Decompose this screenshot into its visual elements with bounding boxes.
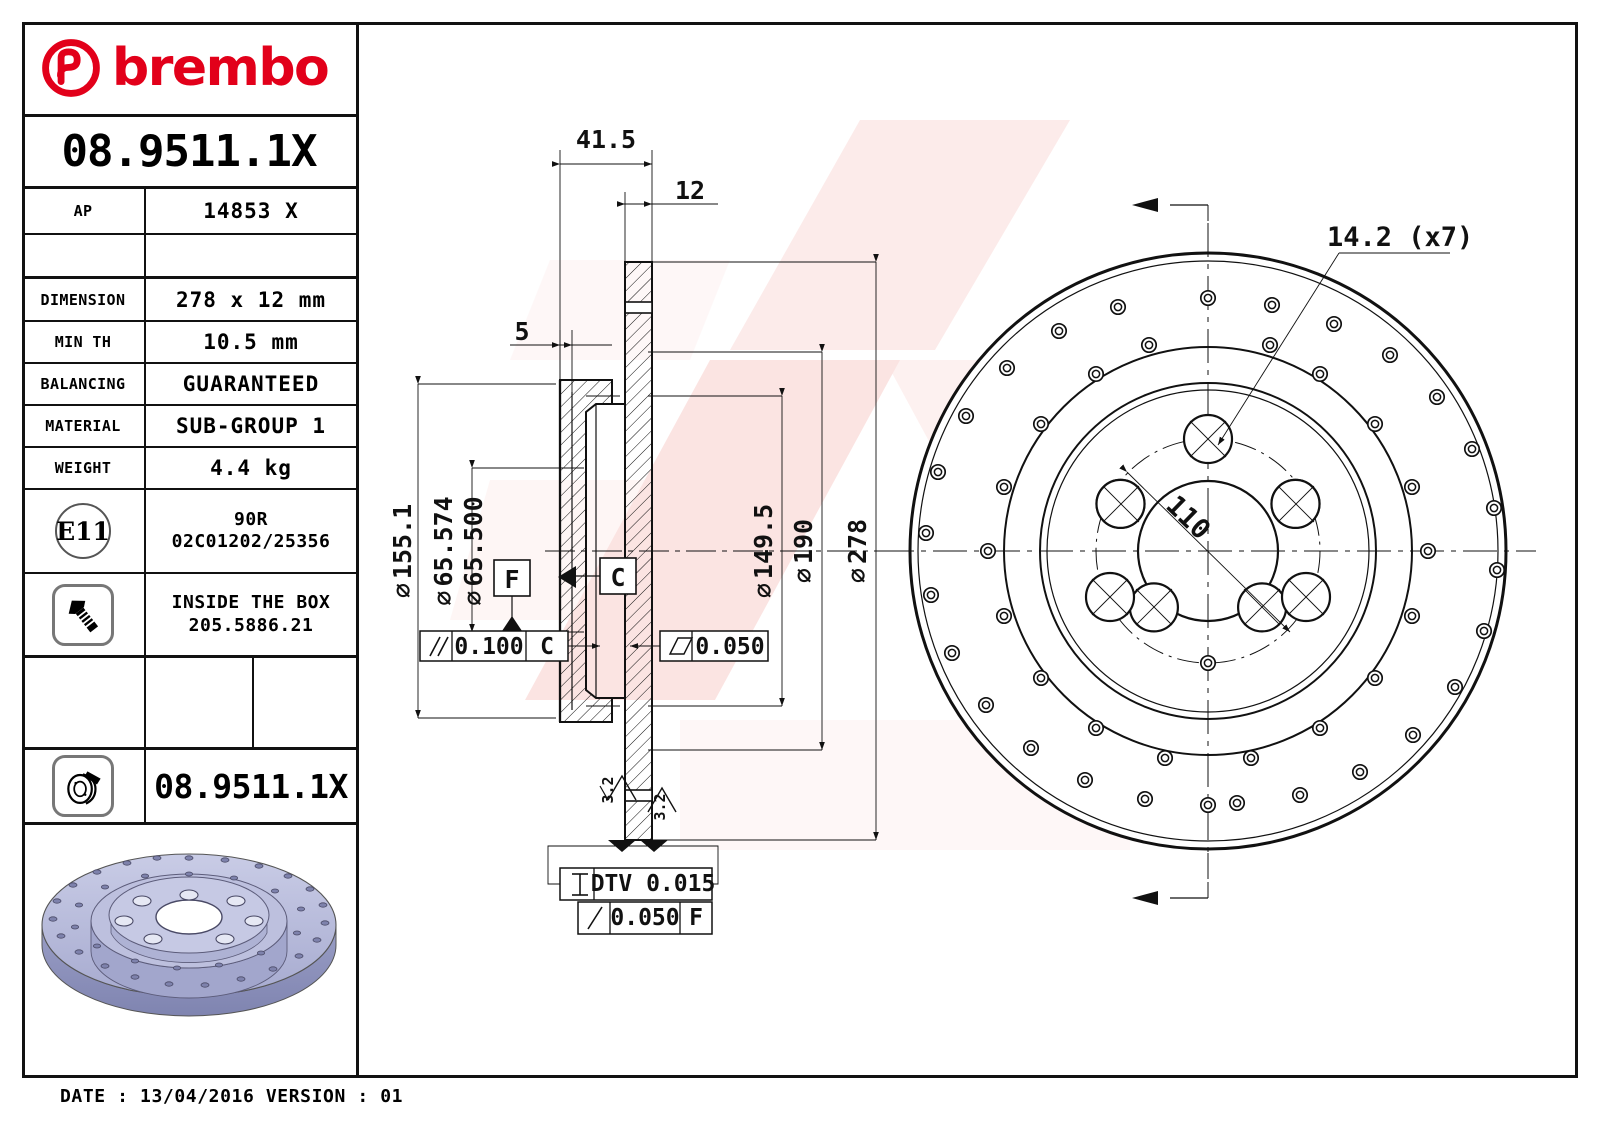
surface-finish-symbols — [599, 774, 677, 813]
dim-12: 12 — [675, 176, 705, 205]
dia-65-574: ⌀ 65.574 — [429, 496, 458, 605]
homologation-value-cell: 90R 02C01202/25356 — [171, 508, 331, 553]
blank2-cell-left — [22, 658, 146, 747]
dia-155-1-value: 155.1 — [388, 504, 417, 579]
table-row-weight: WEIGHT 4.4 kg — [22, 448, 356, 490]
blank-cell-left — [22, 235, 146, 276]
tol-dtv-value: DTV 0.015 — [591, 871, 716, 897]
table-row-part-number-repeat: 08.9511.1X — [22, 750, 356, 825]
screw-icon-cell — [22, 574, 146, 655]
tolerance-frame-dtv — [547, 840, 719, 935]
blank2-cell-mid — [146, 658, 254, 747]
drawing-frame — [22, 22, 1578, 1078]
material-label-cell: MATERIAL — [22, 406, 146, 446]
dia-symbol-278: ⌀ — [843, 568, 872, 583]
dia-symbol-1495: ⌀ — [749, 583, 778, 598]
dia-symbol-190: ⌀ — [789, 568, 818, 583]
datum-c — [558, 557, 637, 595]
dim-5: 5 — [514, 317, 529, 346]
tol-parallelism-value: 0.100 — [454, 634, 523, 660]
weight-value-cell: 4.4 kg — [210, 456, 292, 480]
screw-icon — [52, 583, 114, 646]
screws-value-cell: INSIDE THE BOX 205.5886.21 — [171, 592, 331, 636]
e11-badge-cell: E11 — [22, 490, 146, 572]
title-block: brembo 08.9511.1X AP 14853 X DIMENSION 2… — [22, 22, 359, 1078]
disc-icon-cell — [22, 750, 146, 822]
tol-flatness-value: 0.050 — [695, 634, 764, 660]
tol-runout-datum: F — [689, 905, 703, 931]
dia-155-1: ⌀ 155.1 — [388, 504, 417, 598]
brand-logo-row: brembo — [22, 22, 356, 117]
dia-278-value: 278 — [843, 519, 872, 564]
surface-finish-2: 3.2 — [651, 793, 669, 820]
datum-f — [472, 559, 584, 634]
brand-name: brembo — [112, 38, 330, 98]
section-view — [545, 261, 900, 841]
brembo-b-logo-icon — [42, 39, 100, 97]
dimension-value-cell: 278 x 12 mm — [175, 287, 327, 312]
footer-date-version: DATE : 13/04/2016 VERSION : 01 — [60, 1086, 404, 1107]
part-number-repeat-cell: 08.9511.1X — [154, 766, 348, 806]
table-row-screws: INSIDE THE BOX 205.5886.21 — [22, 574, 356, 658]
tolerance-frame-flatness — [630, 630, 769, 662]
dia-symbol-65574: ⌀ — [429, 591, 458, 606]
part-number-row: 08.9511.1X — [22, 117, 356, 189]
dia-65-500: ⌀ 65.500 — [459, 496, 488, 605]
section-arrows — [1132, 198, 1209, 905]
table-row-material: MATERIAL SUB-GROUP 1 — [22, 406, 356, 448]
front-view — [880, 198, 1536, 905]
dim-41-5: 41.5 — [576, 125, 636, 154]
dia-symbol-65500: ⌀ — [459, 591, 488, 606]
brake-disc-icon — [52, 755, 114, 817]
bolt-hole-note: 14.2 (x7) — [1327, 222, 1473, 253]
ap-label-cell: AP — [22, 189, 146, 233]
table-row-dimension: DIMENSION 278 x 12 mm — [22, 279, 356, 322]
dia-190-value: 190 — [789, 519, 818, 564]
table-row-min-th: MIN TH 10.5 mm — [22, 322, 356, 364]
section-dimensions — [415, 150, 879, 841]
table-row-blank-2 — [22, 658, 356, 750]
dia-149-5-value: 149.5 — [749, 504, 778, 579]
dia-symbol-155: ⌀ — [388, 583, 417, 598]
material-value-cell: SUB-GROUP 1 — [175, 414, 327, 438]
part-number: 08.9511.1X — [61, 126, 318, 177]
dia-149-5: ⌀ 149.5 — [749, 504, 778, 598]
table-row-ap: AP 14853 X — [22, 189, 356, 235]
min-th-label-cell: MIN TH — [22, 322, 146, 362]
tolerance-frame-parallelism — [419, 630, 600, 662]
balancing-label-cell: BALANCING — [22, 364, 146, 404]
dimension-label-cell: DIMENSION — [22, 279, 146, 320]
dia-65-574-value: 65.574 — [429, 496, 458, 586]
table-row-blank-1 — [22, 235, 356, 279]
table-row-balancing: BALANCING GUARANTEED — [22, 364, 356, 406]
min-th-value-cell: 10.5 mm — [203, 330, 299, 354]
tol-parallelism-datum: C — [540, 634, 554, 660]
datum-c-label: C — [610, 563, 625, 592]
table-row-homologation: E11 90R 02C01202/25356 — [22, 490, 356, 574]
ap-value-cell: 14853 X — [203, 199, 299, 223]
e11-badge-icon: E11 — [55, 503, 111, 559]
dia-65-500-value: 65.500 — [459, 496, 488, 586]
disc-3d-render — [22, 825, 356, 1024]
weight-label-cell: WEIGHT — [22, 448, 146, 488]
dia-190: ⌀ 190 — [789, 519, 818, 583]
dia-278: ⌀ 278 — [843, 519, 872, 583]
balancing-value-cell: GUARANTEED — [182, 372, 320, 396]
datum-f-label: F — [504, 565, 519, 594]
tol-runout-value: 0.050 — [610, 905, 679, 931]
surface-finish-1: 3.2 — [599, 776, 617, 803]
